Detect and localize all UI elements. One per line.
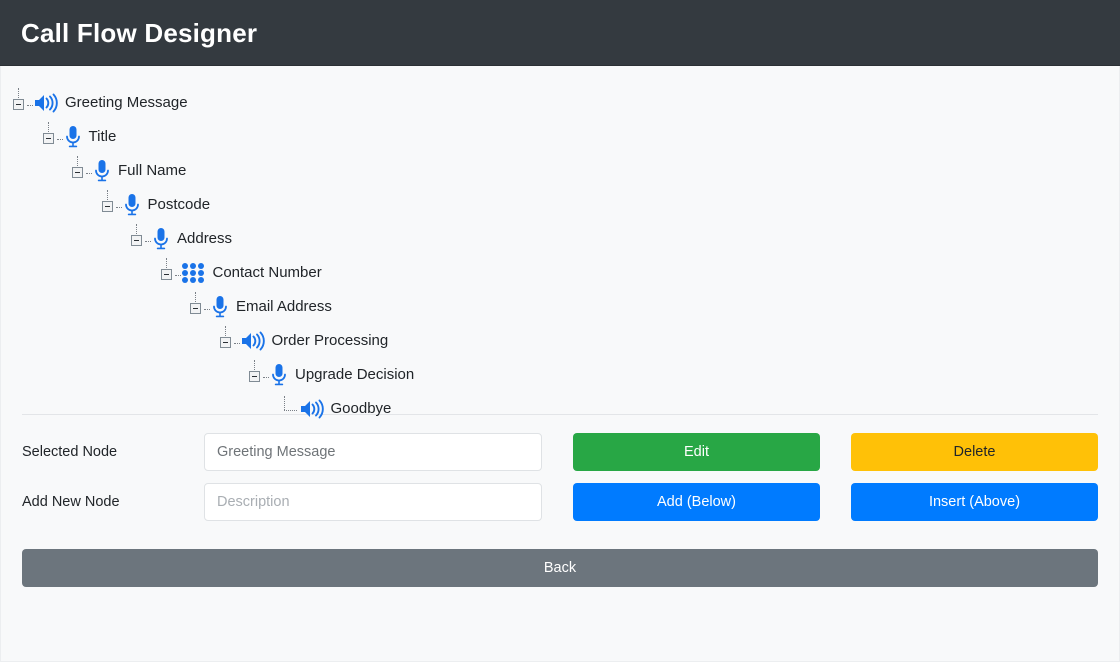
tree-node[interactable]: Contact Number bbox=[1, 256, 1119, 290]
microphone-icon bbox=[151, 226, 171, 252]
collapse-minus-icon[interactable] bbox=[219, 337, 231, 348]
tree-line-vertical bbox=[165, 258, 167, 270]
add-below-button[interactable]: Add (Below) bbox=[573, 483, 820, 521]
tree-line-horizontal bbox=[115, 207, 122, 208]
microphone-icon bbox=[122, 192, 142, 218]
add-new-node-row: Add New Node Add (Below) Insert (Above) bbox=[22, 483, 1098, 521]
add-new-node-label: Add New Node bbox=[22, 494, 120, 510]
tree-node[interactable]: Postcode bbox=[1, 188, 1119, 222]
tree-line-horizontal bbox=[56, 139, 63, 140]
section-divider bbox=[22, 414, 1098, 415]
tree-line-vertical bbox=[47, 122, 49, 134]
page-title: Call Flow Designer bbox=[21, 17, 258, 48]
tree-node[interactable]: Goodbye bbox=[1, 392, 1119, 426]
back-button[interactable]: Back bbox=[22, 549, 1098, 587]
collapse-minus-icon[interactable] bbox=[249, 371, 260, 382]
tree-line-horizontal bbox=[145, 241, 151, 242]
tree-line-vertical bbox=[106, 190, 108, 202]
tree-line-horizontal bbox=[174, 275, 181, 276]
selected-node-label: Selected Node bbox=[22, 444, 118, 460]
tree-line-vertical bbox=[254, 360, 255, 372]
microphone-icon bbox=[269, 362, 289, 388]
tree-node-label: Order Processing bbox=[271, 332, 389, 349]
tree-line-vertical bbox=[77, 156, 78, 168]
tree-node-label: Greeting Message bbox=[65, 94, 188, 111]
tree-line-horizontal bbox=[283, 410, 297, 411]
tree-node-label: Contact Number bbox=[212, 264, 322, 281]
collapse-minus-icon[interactable] bbox=[160, 269, 172, 280]
tree-node-label: Title bbox=[88, 128, 117, 145]
speaker-icon bbox=[240, 330, 266, 352]
collapse-minus-icon[interactable] bbox=[42, 133, 54, 144]
tree-node-label: Full Name bbox=[118, 162, 187, 179]
keypad-icon bbox=[181, 262, 207, 284]
speaker-icon bbox=[33, 92, 59, 114]
tree-line-horizontal bbox=[233, 343, 240, 344]
tree-line-vertical bbox=[18, 88, 19, 100]
tree-line-vertical bbox=[195, 292, 196, 304]
tree-node[interactable]: Greeting Message bbox=[1, 86, 1119, 120]
selected-node-row: Selected Node Edit Delete bbox=[22, 433, 1098, 471]
collapse-minus-icon[interactable] bbox=[190, 303, 201, 314]
tree-node-label: Address bbox=[177, 230, 233, 247]
edit-button[interactable]: Edit bbox=[573, 433, 820, 471]
microphone-icon bbox=[92, 158, 112, 184]
collapse-minus-icon[interactable] bbox=[101, 201, 113, 212]
microphone-icon bbox=[63, 124, 83, 150]
app-title-bar: Call Flow Designer bbox=[0, 0, 1120, 66]
tree-line-vertical bbox=[136, 224, 137, 236]
delete-button[interactable]: Delete bbox=[851, 433, 1098, 471]
tree-node-label: Upgrade Decision bbox=[295, 366, 415, 383]
tree-node-label: Goodbye bbox=[330, 400, 392, 417]
tree-node[interactable]: Email Address bbox=[1, 290, 1119, 324]
tree-expand-toggle[interactable] bbox=[247, 358, 269, 392]
tree-node[interactable]: Address bbox=[1, 222, 1119, 256]
tree-line-vertical bbox=[283, 396, 285, 410]
microphone-icon bbox=[210, 294, 230, 320]
tree-line-horizontal bbox=[263, 377, 269, 378]
tree-line-horizontal bbox=[27, 105, 33, 106]
tree-expand-toggle[interactable] bbox=[70, 154, 92, 188]
tree-node[interactable]: Full Name bbox=[1, 154, 1119, 188]
tree-line-vertical bbox=[224, 326, 226, 338]
tree-node[interactable]: Order Processing bbox=[1, 324, 1119, 358]
tree-expand-toggle[interactable] bbox=[129, 222, 151, 256]
tree-expand-toggle[interactable] bbox=[100, 188, 122, 222]
tree-expand-toggle[interactable] bbox=[41, 120, 63, 154]
tree-line-horizontal bbox=[86, 173, 92, 174]
add-new-node-input[interactable] bbox=[204, 483, 542, 521]
back-button-row: Back bbox=[22, 533, 1098, 587]
tree-expand-toggle[interactable] bbox=[218, 324, 240, 358]
tree-leaf-connector bbox=[277, 392, 299, 426]
tree-node-label: Postcode bbox=[147, 196, 211, 213]
collapse-minus-icon[interactable] bbox=[72, 167, 83, 178]
speaker-icon bbox=[299, 398, 325, 420]
tree-expand-toggle[interactable] bbox=[11, 86, 33, 120]
tree-node[interactable]: Upgrade Decision bbox=[1, 358, 1119, 392]
tree-node-label: Email Address bbox=[236, 298, 332, 315]
collapse-minus-icon[interactable] bbox=[13, 99, 24, 110]
tree-node[interactable]: Title bbox=[1, 120, 1119, 154]
tree-expand-toggle[interactable] bbox=[188, 290, 210, 324]
insert-above-button[interactable]: Insert (Above) bbox=[851, 483, 1098, 521]
selected-node-input[interactable] bbox=[204, 433, 542, 471]
tree-expand-toggle[interactable] bbox=[159, 256, 181, 290]
collapse-minus-icon[interactable] bbox=[131, 235, 142, 246]
tree-line-horizontal bbox=[204, 309, 210, 310]
node-editor-form: Selected Node Edit Delete Add New Node A… bbox=[1, 415, 1119, 587]
